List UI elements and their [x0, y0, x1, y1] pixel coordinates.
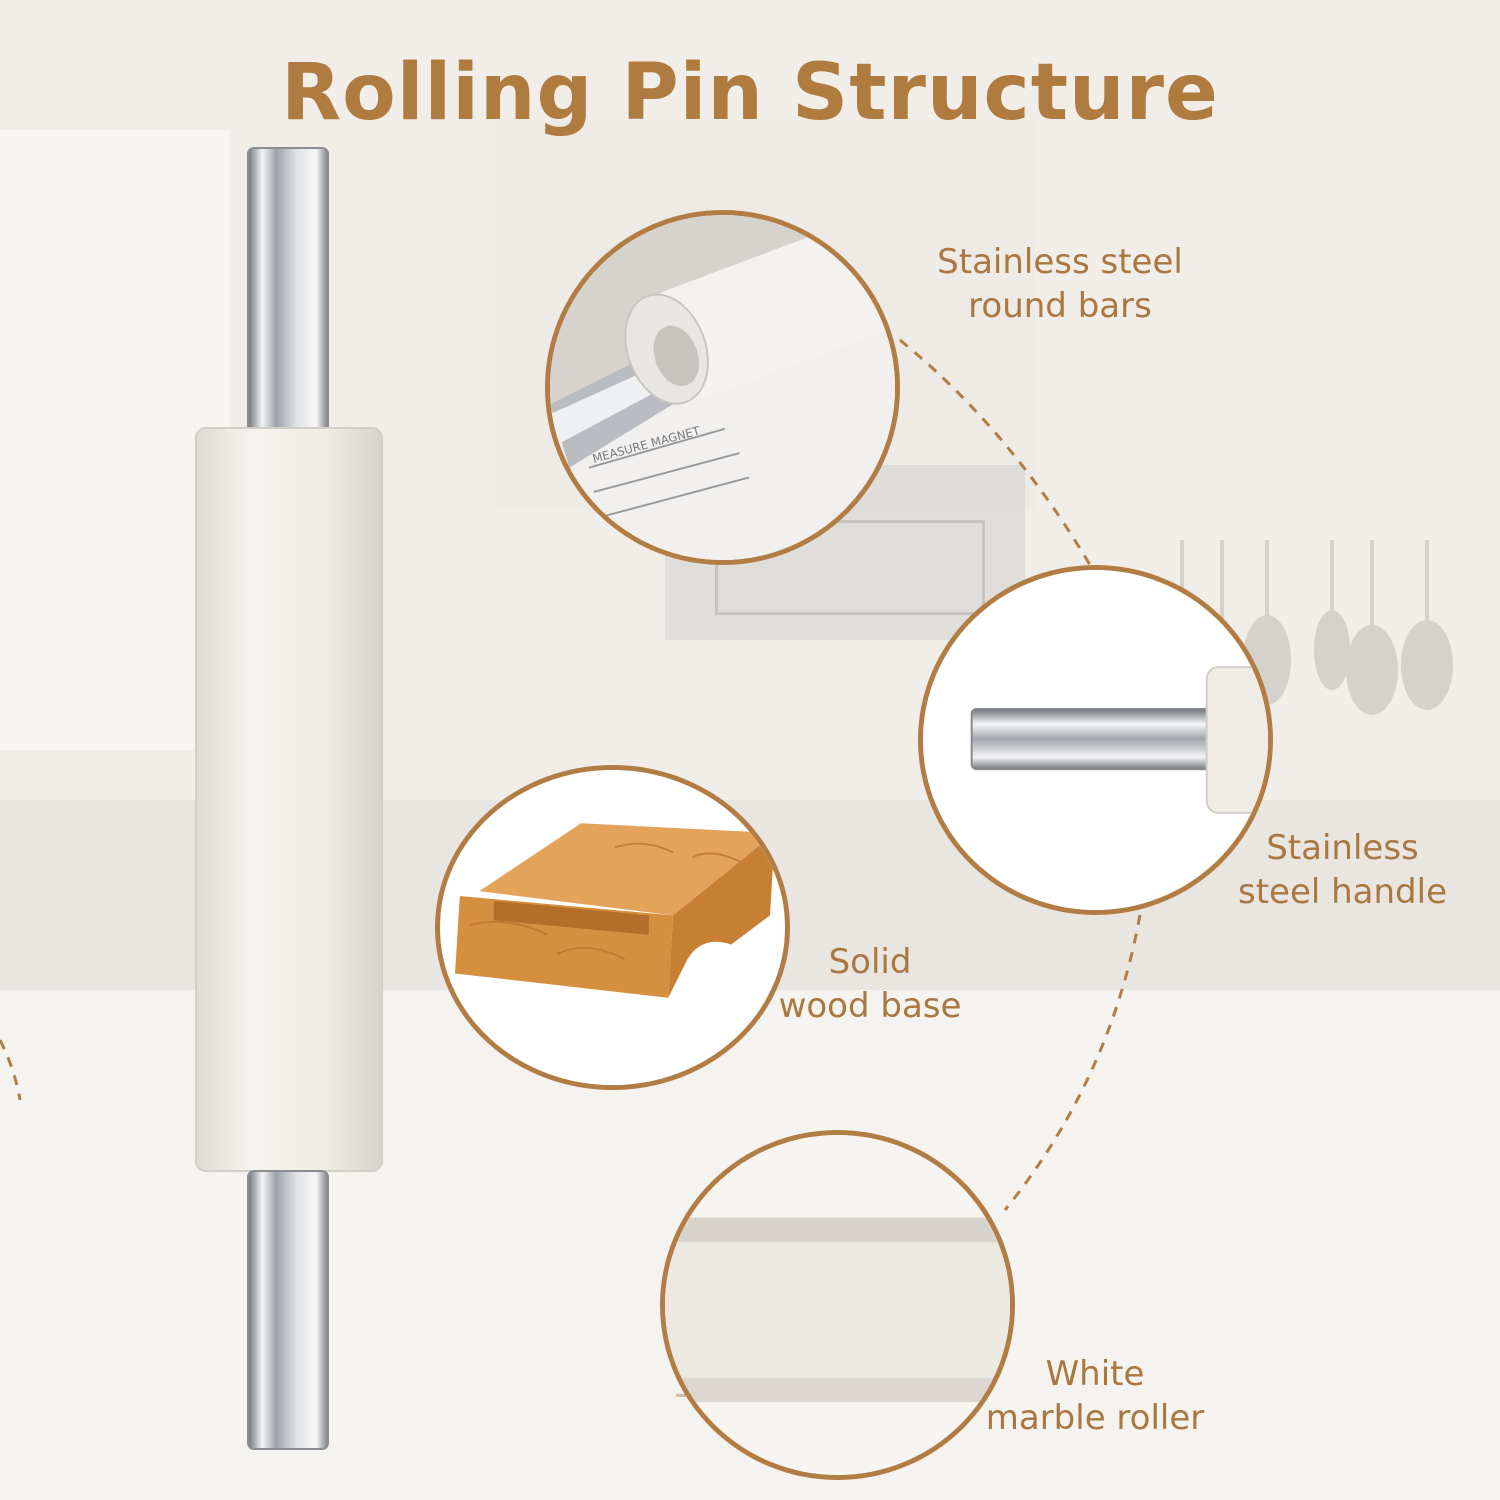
wood-base-caption: Solid wood base — [745, 940, 995, 1028]
round-bars-caption-line2: round bars — [968, 286, 1152, 326]
marble-roller-caption-line1: White — [1045, 1354, 1145, 1394]
page-title: Rolling Pin Structure — [281, 48, 1219, 138]
window-panel — [0, 130, 230, 750]
handle-caption-line1: Stainless — [1266, 828, 1419, 868]
marble-roller-caption: White marble roller — [960, 1352, 1230, 1440]
round-bars-caption-line1: Stainless steel — [937, 242, 1183, 282]
handle-detail-circle — [918, 565, 1273, 915]
wood-base-caption-line1: Solid — [828, 942, 912, 982]
wood-base-caption-line2: wood base — [778, 986, 962, 1026]
marble-roller-detail-circle — [660, 1130, 1015, 1480]
wood-base-detail-circle — [435, 765, 790, 1090]
round-bars-caption: Stainless steel round bars — [900, 240, 1220, 328]
handle-caption-line2: steel handle — [1237, 872, 1447, 912]
bottom-steel-handle — [247, 1170, 329, 1450]
handle-caption: Stainless steel handle — [1200, 826, 1485, 914]
round-bars-detail-circle: MEASURE MAGNET — [545, 210, 900, 565]
rolling-pin-illustration — [195, 147, 383, 1450]
marble-roller-caption-line2: marble roller — [985, 1398, 1205, 1438]
